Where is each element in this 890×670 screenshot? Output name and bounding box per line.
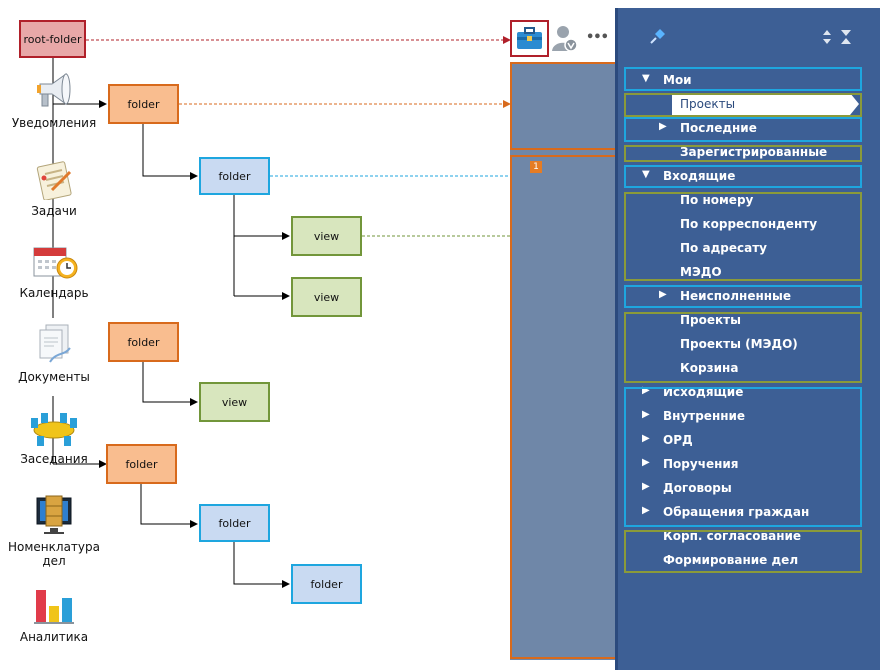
calendar-clock-icon [33, 247, 78, 279]
nav-item-internal[interactable]: Внутренние [663, 409, 746, 423]
module-documents[interactable]: Документы [0, 318, 108, 396]
nav-item-assignments[interactable]: Поручения [663, 457, 739, 471]
group-outline-folder [624, 67, 862, 91]
group-outline-view [624, 192, 862, 281]
nav-item-recent[interactable]: Последние [680, 121, 757, 135]
folder-node: folder [108, 322, 179, 362]
collapsed-arrow-icon[interactable]: ▶ [642, 505, 650, 516]
module-label: Заседания [20, 452, 88, 466]
module-nomenclature[interactable]: Номенклатура дел [0, 494, 108, 576]
group-outline-view [624, 530, 862, 573]
meeting-table-icon [31, 413, 77, 446]
module-tasks[interactable]: Задачи [0, 160, 108, 232]
nav-item-by-number[interactable]: По номеру [680, 193, 754, 207]
nav-item-projects-medo[interactable]: Проекты (МЭДО) [680, 337, 798, 351]
module-label: Документы [18, 370, 90, 384]
nav-item-trash[interactable]: Корзина [680, 361, 739, 375]
nav-item-incoming[interactable]: Входящие [663, 169, 736, 183]
module-label: Календарь [19, 286, 89, 300]
notifications-group-outline [510, 62, 618, 150]
nav-item-citizen-appeals[interactable]: Обращения граждан [663, 505, 810, 519]
collapsed-arrow-icon[interactable]: ▶ [642, 385, 650, 396]
expand-collapse-icon[interactable] [818, 28, 854, 46]
folder-node: folder [199, 157, 270, 195]
cabinet-monitor-icon [36, 495, 72, 534]
view-node: view [199, 382, 270, 422]
collapsed-arrow-icon[interactable]: ▶ [659, 121, 667, 132]
nav-item-my[interactable]: Мои [663, 73, 692, 87]
nav-item-registered[interactable]: Зарегистрированные [680, 145, 828, 159]
briefcase-icon[interactable] [514, 25, 545, 52]
collapsed-arrow-icon[interactable]: ▶ [642, 433, 650, 444]
nav-item-case-formation[interactable]: Формирование дел [663, 553, 799, 567]
view-node: view [291, 277, 362, 317]
module-label: Уведомления [11, 116, 97, 130]
nav-item-by-addressee[interactable]: По адресату [680, 241, 767, 255]
group-outline-view [624, 312, 862, 383]
folder-node: folder [106, 444, 177, 484]
group-outline-view [624, 145, 862, 162]
collapsed-arrow-icon[interactable]: ▶ [642, 481, 650, 492]
nav-selected-pointer [850, 93, 859, 115]
nav-item-corp-approval[interactable]: Корп. согласование [663, 529, 802, 543]
nav-item-by-correspondent[interactable]: По корреспонденту [680, 217, 818, 231]
nav-item-unfulfilled[interactable]: Неисполненные [680, 289, 792, 303]
documents-icon [39, 324, 71, 363]
user-settings-icon[interactable] [551, 23, 579, 53]
megaphone-icon [37, 73, 71, 107]
expanded-arrow-icon[interactable]: ▼ [642, 169, 650, 180]
tasks-badge: 1 [530, 161, 542, 173]
more-icon[interactable]: ••• [586, 30, 609, 45]
pin-icon[interactable] [648, 28, 666, 46]
nav-item-projects[interactable]: Проекты [680, 97, 736, 111]
nav-selected-background [672, 93, 850, 115]
nav-item-projects-2[interactable]: Проекты [680, 313, 741, 327]
folder-node: folder [291, 564, 362, 604]
task-clipboard-icon [36, 161, 72, 200]
group-outline-folder [624, 285, 862, 308]
module-label: Задачи [31, 204, 77, 218]
folder-node: folder [199, 504, 270, 542]
nav-item-contracts[interactable]: Договоры [663, 481, 732, 495]
collapsed-arrow-icon[interactable]: ▶ [642, 457, 650, 468]
group-outline-folder [624, 387, 862, 527]
view-node: view [291, 216, 362, 256]
nav-item-medo[interactable]: МЭДО [680, 265, 722, 279]
nav-panel-divider [615, 8, 618, 670]
group-outline-view [624, 93, 862, 117]
expanded-arrow-icon[interactable]: ▼ [642, 73, 650, 84]
module-label: Аналитика [19, 630, 89, 644]
collapsed-arrow-icon[interactable]: ▶ [642, 409, 650, 420]
module-calendar[interactable]: Календарь [0, 242, 108, 312]
group-outline-folder [624, 117, 862, 142]
module-meetings[interactable]: Заседания [0, 410, 108, 480]
module-sidebar [510, 62, 618, 660]
module-label: Номенклатура дел [8, 540, 100, 568]
module-analytics[interactable]: Аналитика [0, 582, 108, 654]
group-outline-folder [624, 165, 862, 188]
folder-node: folder [108, 84, 179, 124]
nav-item-ord[interactable]: ОРД [663, 433, 693, 447]
briefcase-highlight [510, 20, 549, 57]
module-notifications[interactable]: Уведомления [0, 70, 108, 146]
bar-chart-icon [34, 590, 74, 624]
modules-group-outline [510, 155, 618, 659]
collapsed-arrow-icon[interactable]: ▶ [659, 289, 667, 300]
root-folder-node: root-folder [19, 20, 86, 58]
